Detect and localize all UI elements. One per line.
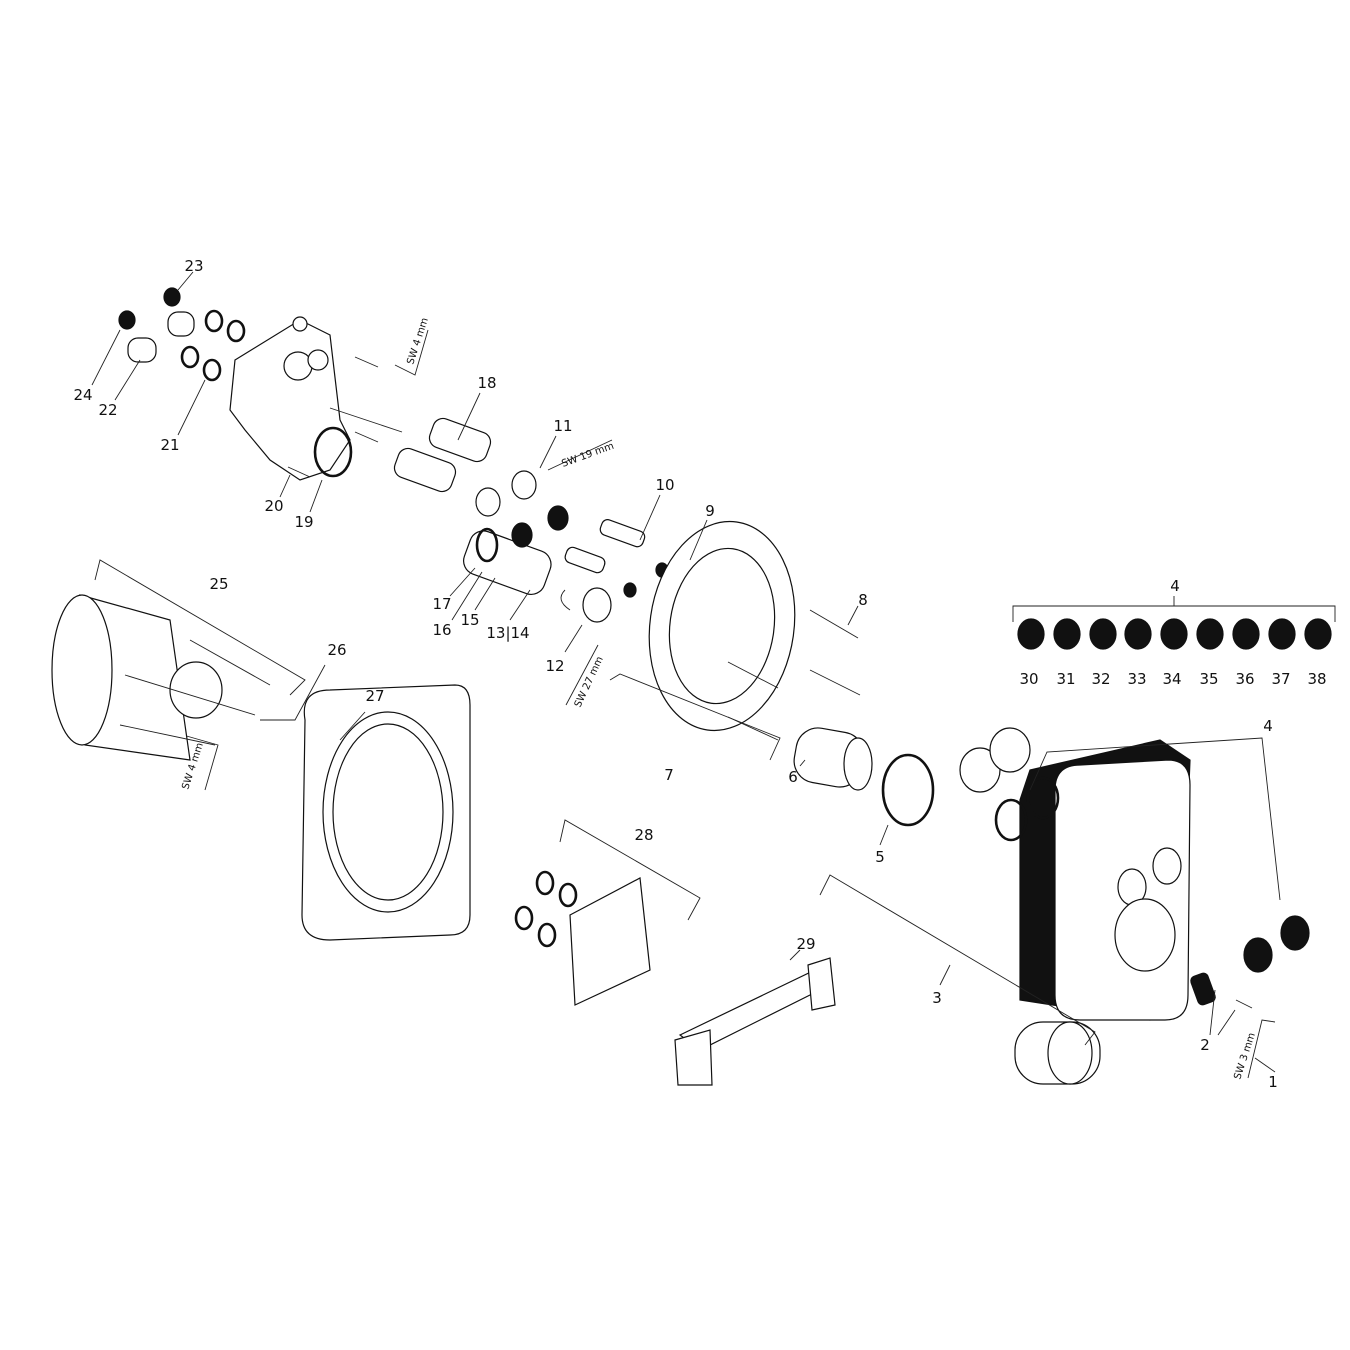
part-label-34: 34 (1162, 670, 1181, 688)
knob-icon (1160, 618, 1188, 650)
symbol-knobs-row (1012, 596, 1336, 650)
knob-icon (1232, 618, 1260, 650)
part-label-4: 4 (1263, 717, 1273, 735)
valve-body (229, 316, 353, 481)
part-label-5: 5 (875, 848, 885, 866)
part-label-12: 12 (545, 657, 564, 675)
part-label-16: 16 (432, 621, 451, 639)
knob-icon (1053, 618, 1081, 650)
part-label-6: 6 (788, 768, 798, 786)
part-label-7: 7 (664, 766, 674, 784)
rosette (648, 520, 861, 741)
thermostat-handle (1014, 915, 1310, 1085)
part-label-22: 22 (98, 401, 117, 419)
part-label-11: 11 (553, 417, 572, 435)
part-label-24: 24 (73, 386, 92, 404)
part-label-4-row: 4 (1170, 577, 1180, 595)
part-label-20: 20 (264, 497, 283, 515)
leader-lines (91, 271, 1281, 1073)
part-label-33: 33 (1127, 670, 1146, 688)
part-label-8: 8 (858, 591, 868, 609)
part-label-26: 26 (327, 641, 346, 659)
part-label-3: 3 (932, 989, 942, 1007)
part-label-1: 1 (1268, 1073, 1278, 1091)
part-label-37: 37 (1271, 670, 1290, 688)
part-label-36: 36 (1235, 670, 1254, 688)
part-label-35: 35 (1199, 670, 1218, 688)
knob-icon (1124, 618, 1152, 650)
knob-icon (1017, 618, 1045, 650)
wrench-19-label: SW 19 mm (560, 441, 615, 470)
part-label-21: 21 (160, 436, 179, 454)
part-label-25: 25 (209, 575, 228, 593)
part-label-17: 17 (432, 595, 451, 613)
knob-icon (1304, 618, 1332, 650)
plaster-guard (514, 819, 701, 1006)
part-label-18: 18 (477, 374, 496, 392)
knob-icon (1268, 618, 1296, 650)
knob-icon (1089, 618, 1117, 650)
part-label-31: 31 (1056, 670, 1075, 688)
thermostat-cartridge (463, 470, 669, 623)
knob-icon (1196, 618, 1224, 650)
trim-plate (959, 727, 1191, 1021)
part-label-28: 28 (634, 826, 653, 844)
part-label-2: 2 (1200, 1036, 1210, 1054)
part-label-13-14: 13|14 (486, 624, 529, 642)
part-label-15: 15 (460, 611, 479, 629)
mounting-bracket (674, 957, 836, 1086)
part-label-32: 32 (1091, 670, 1110, 688)
screws (287, 356, 403, 478)
part-label-9: 9 (705, 502, 715, 520)
hex-key-label-right: SW 3 mm (1232, 1031, 1257, 1080)
hex-key-label-top: SW 4 mm (405, 316, 430, 365)
part-label-19: 19 (294, 513, 313, 531)
part-label-27: 27 (365, 687, 384, 705)
installation-housing (51, 594, 271, 761)
part-label-23: 23 (184, 257, 203, 275)
part-label-38: 38 (1307, 670, 1326, 688)
nuts-and-rings (118, 287, 246, 382)
part-label-30: 30 (1019, 670, 1038, 688)
part-labels: 1 2 3 4 4 5 6 7 8 9 10 11 12 13|14 15 16… (73, 257, 1326, 1091)
part-label-29: 29 (796, 935, 815, 953)
part-label-10: 10 (655, 476, 674, 494)
check-valve-cartridges (393, 417, 492, 493)
extension-and-seal (793, 727, 935, 827)
mounting-frame (301, 684, 471, 941)
